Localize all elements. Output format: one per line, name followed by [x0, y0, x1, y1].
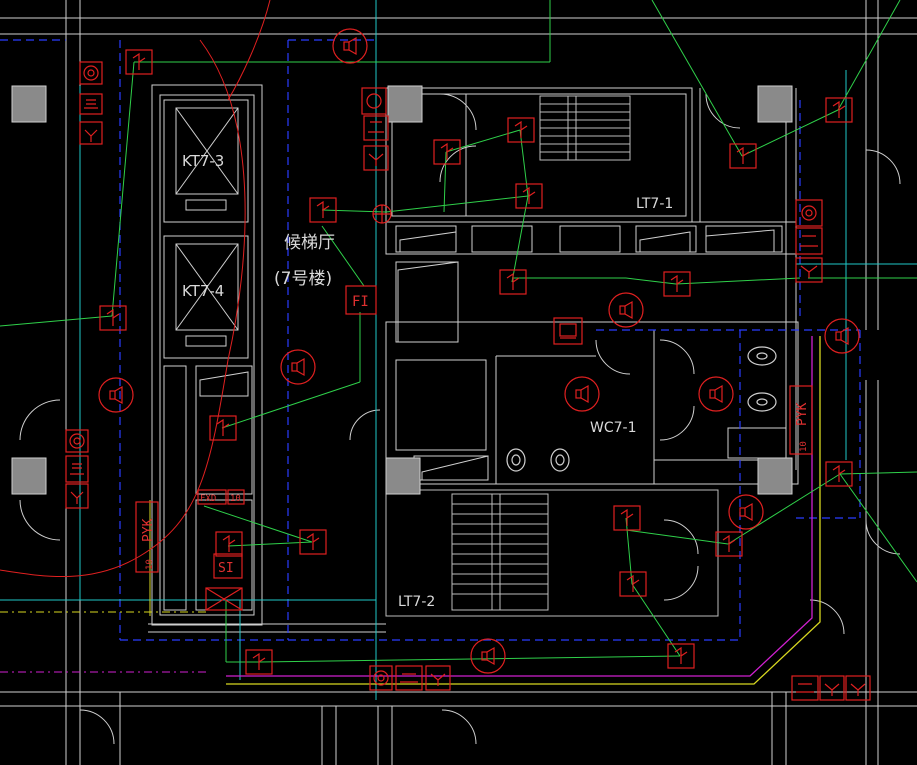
toilet-icon: [550, 448, 570, 472]
cyan-lines: [0, 0, 917, 700]
smoke-detector: [667, 643, 695, 669]
label-kt7-4: KT7-4: [182, 282, 224, 300]
ten-box: [227, 489, 245, 505]
tag-fi: FI: [352, 294, 369, 310]
elevator-shaft-kt7-4: [163, 235, 249, 359]
smoke-detector: [215, 531, 243, 557]
smoke-detector: [825, 461, 853, 487]
speaker-icon: [98, 377, 134, 413]
urinal-icon: [747, 346, 777, 366]
smoke-detector: [663, 271, 691, 297]
antenna-icon: [79, 121, 103, 145]
alarm-bell-icon: [361, 87, 387, 115]
smoke-detector: [299, 529, 327, 555]
speaker-icon: [564, 376, 600, 412]
red-arcs: [0, 0, 271, 578]
tag-pyk-right: PYK: [795, 402, 810, 426]
smoke-detector: [715, 531, 743, 557]
antenna-icon: [363, 145, 389, 171]
label-lt7-1: LT7-1: [636, 196, 673, 212]
speakers: [98, 28, 860, 674]
alarm-bell-icon: [795, 199, 823, 227]
speaker-icon: [824, 318, 860, 354]
stair-lt7-2: [385, 489, 719, 617]
elevator-crosses: [175, 107, 239, 331]
phone-icon: [795, 227, 823, 255]
fire-indicator-box: [345, 285, 377, 315]
label-wc7-1: WC7-1: [590, 420, 636, 436]
alarm-bell-icon: [79, 61, 103, 85]
fxd-box: [197, 489, 227, 505]
manual-call-point-icon: [372, 204, 392, 224]
antenna-icon: [425, 665, 451, 691]
speaker-icon: [608, 292, 644, 328]
device-tags: FI SI FXD 10 PYK 10 PYK 10: [141, 294, 810, 576]
antenna-icon: [819, 675, 845, 701]
speaker-icon: [332, 28, 368, 64]
smoke-detector: [507, 117, 535, 143]
tag-pyk-left: PYK: [141, 518, 156, 542]
antenna-icon: [845, 675, 871, 701]
phone-icon: [65, 455, 89, 483]
phone-box-icon: [553, 317, 583, 345]
smoke-detector: [613, 505, 641, 531]
phone-icon: [395, 665, 423, 691]
speaker-icon: [728, 494, 764, 530]
junction-box-icon: [205, 587, 243, 611]
structural-columns: [11, 85, 793, 495]
sound-indicator-box: [213, 553, 243, 579]
label-kt7-3: KT7-3: [182, 152, 224, 170]
tag-ten: 10: [230, 494, 241, 504]
smoke-detectors: [99, 49, 853, 675]
pyk-box-left: [135, 501, 159, 573]
tag-fxd: FXD: [200, 494, 216, 504]
smoke-detector: [433, 139, 461, 165]
smoke-detector: [515, 183, 543, 209]
smoke-detector: [309, 197, 337, 223]
elevator-shaft-kt7-3: [163, 99, 249, 223]
phone-icon: [79, 93, 103, 115]
alarm-bell-icon: [369, 665, 393, 691]
smoke-detector: [125, 49, 153, 75]
smoke-detector: [209, 415, 237, 441]
speaker-icon: [470, 638, 506, 674]
alarm-bell-icon: [65, 429, 89, 453]
blue-dashed-lines: [0, 39, 861, 641]
room-labels: KT7-3 KT7-4 候梯厅 (7号楼) LT7-1 LT7-2 WC7-1: [182, 152, 673, 610]
smoke-detector: [825, 97, 853, 123]
tag-pyk-right-num: 10: [799, 441, 809, 452]
speaker-icon: [698, 376, 734, 412]
urinal-icon: [747, 392, 777, 412]
phone-icon: [363, 115, 389, 141]
tag-pyk-left-num: 10: [145, 559, 155, 570]
label-hall-line2: (7号楼): [274, 269, 332, 289]
phone-icon: [791, 675, 819, 701]
smoke-detector: [729, 143, 757, 169]
label-lt7-2: LT7-2: [398, 594, 435, 610]
pyk-box-right: [789, 385, 813, 455]
smoke-detector: [99, 305, 127, 331]
stair-lt7-1: [539, 95, 631, 161]
antenna-icon: [795, 257, 823, 283]
toilet-icon: [506, 448, 526, 472]
smoke-detector: [499, 269, 527, 295]
device-clusters: [65, 61, 871, 701]
tag-si: SI: [218, 561, 234, 576]
yellow-magenta-lines: [0, 336, 821, 685]
speaker-icon: [280, 349, 316, 385]
smoke-detector: [619, 571, 647, 597]
antenna-icon: [65, 483, 89, 509]
label-hall-line1: 候梯厅: [284, 233, 335, 253]
smoke-detector: [245, 649, 273, 675]
toilets: [506, 346, 777, 472]
